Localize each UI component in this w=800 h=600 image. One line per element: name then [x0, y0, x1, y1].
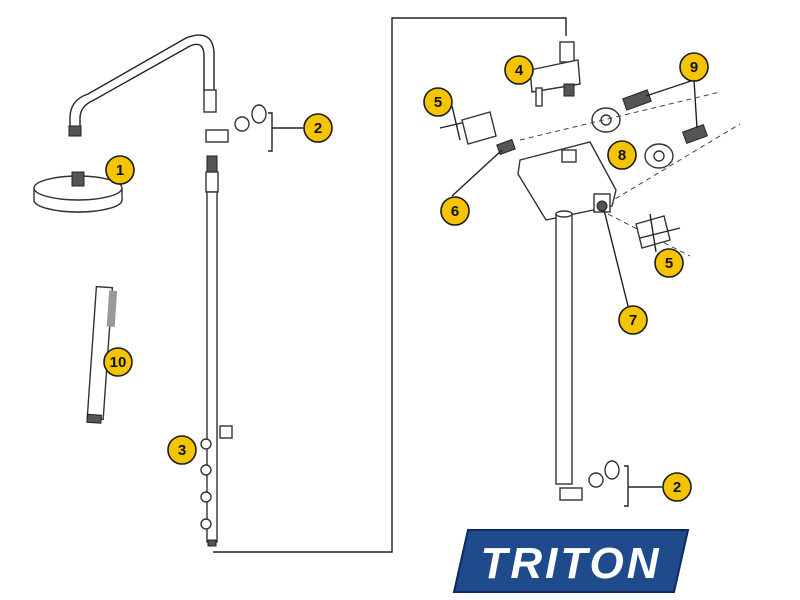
callout-8: 8: [607, 140, 637, 170]
lower-riser-pipe: [555, 210, 573, 485]
shower-head: [33, 171, 123, 213]
callout-7-label: 7: [629, 312, 637, 329]
callout-10-label: 10: [110, 354, 127, 371]
callout-1: 1: [105, 155, 135, 185]
callout-3-label: 3: [178, 442, 186, 459]
callout-8-label: 8: [618, 147, 626, 164]
alignment-line-upper: [519, 91, 721, 141]
callout-2-bottom-label: 2: [673, 479, 681, 496]
callout-4-label: 4: [515, 62, 524, 79]
brand-logo-text: TRITON: [481, 539, 662, 588]
callout-7: 7: [618, 305, 648, 335]
callout-4: 4: [504, 55, 534, 85]
callout-9: 9: [679, 52, 709, 82]
control-handle-right: [635, 213, 681, 253]
callout-9-label: 9: [690, 59, 698, 76]
riser-fittings-bottom: [559, 460, 662, 507]
hand-shower: [86, 285, 118, 424]
callout-2-top-label: 2: [314, 120, 322, 137]
callout-5-right-label: 5: [665, 255, 673, 272]
callout-5-right: 5: [654, 248, 684, 278]
callout-2-top: 2: [303, 113, 333, 143]
mixer-valve-body: [517, 141, 629, 307]
callout-5-left-label: 5: [434, 94, 442, 111]
brand-logo: TRITON: [452, 529, 690, 593]
seal-rings: [591, 107, 674, 169]
callout-5-left: 5: [423, 87, 453, 117]
callout-6: 6: [440, 196, 470, 226]
hose-connectors: [622, 79, 709, 145]
control-handle-left: [439, 105, 497, 145]
alignment-line-right: [599, 209, 691, 257]
callout-6-label: 6: [451, 203, 459, 220]
riser-fittings-top: [205, 104, 303, 152]
overhead-arm: [68, 34, 217, 137]
callout-2-bottom: 2: [662, 472, 692, 502]
cartridge: [451, 138, 516, 197]
callout-3: 3: [167, 435, 197, 465]
riser-rail: [200, 155, 233, 547]
diverter: [529, 41, 581, 107]
alignment-line-lower: [599, 123, 741, 209]
assembly-connector: [213, 17, 567, 553]
callout-1-label: 1: [116, 162, 124, 179]
callout-10: 10: [103, 347, 133, 377]
